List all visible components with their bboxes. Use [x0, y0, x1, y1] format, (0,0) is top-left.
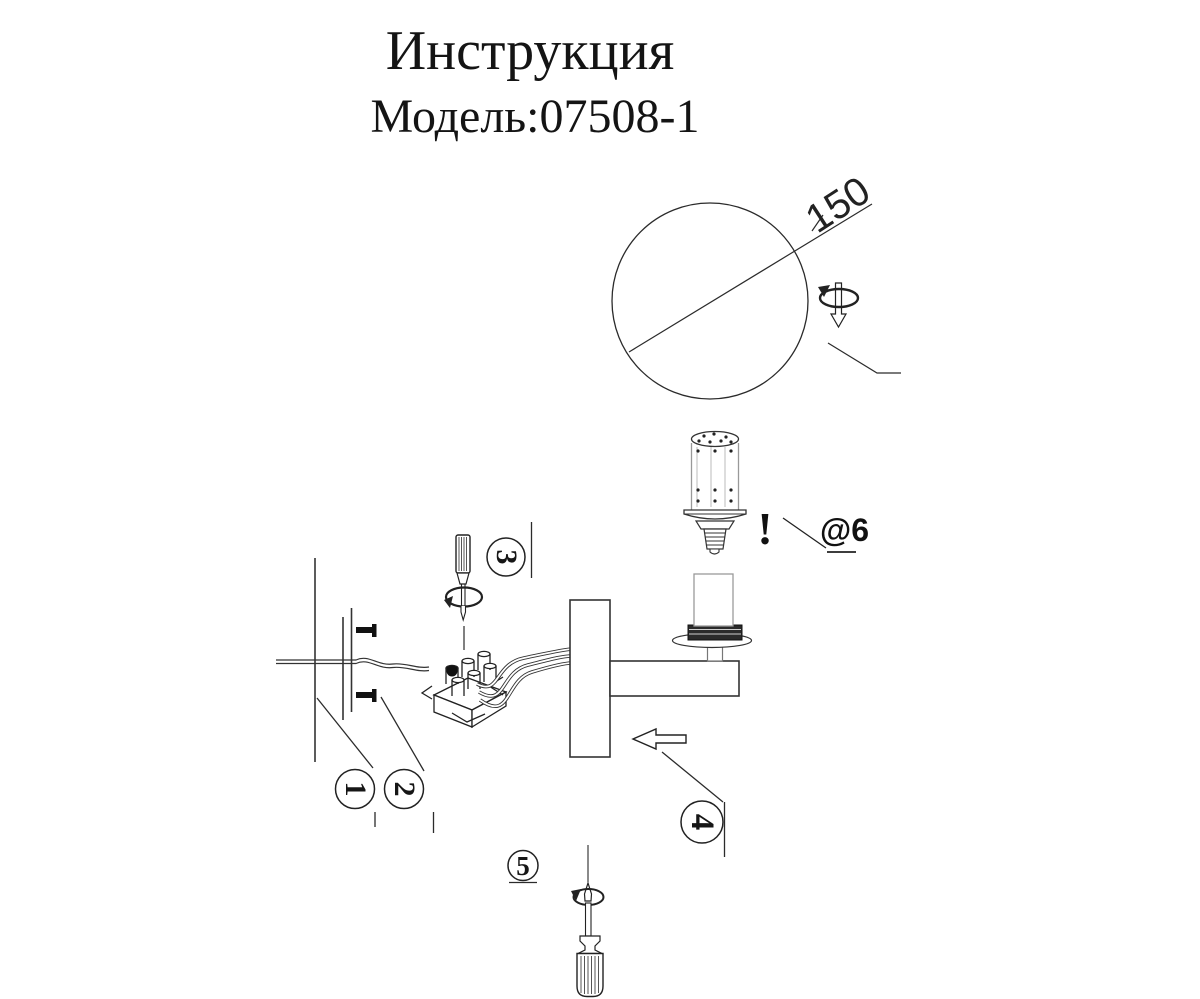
- warning-exclamation: !: [757, 503, 773, 554]
- bulb-base-note: @6: [820, 512, 869, 548]
- callout-circle-5: [507, 849, 539, 882]
- callout-circles: [334, 537, 724, 882]
- lamp-wires: [476, 647, 573, 709]
- model-label: Модель:07508-1: [370, 90, 700, 143]
- callout-label-2: 2: [388, 781, 421, 797]
- terminal-block: [432, 650, 508, 729]
- rotate-globe-icon: [818, 282, 860, 329]
- screwdriver-top-icon: [444, 534, 484, 650]
- callout-label-4: 4: [684, 813, 721, 831]
- callout-label-1: 1: [339, 781, 372, 797]
- callout-label-3: 3: [490, 549, 523, 565]
- callout-leaders: [316, 522, 726, 884]
- callout-circle-1: [334, 768, 376, 810]
- bulb-note-leader: [782, 517, 856, 553]
- lamp-backplate: [569, 599, 611, 758]
- lamp-arm: [609, 660, 740, 697]
- led-bulb: [683, 430, 747, 555]
- page-title: Инструкция: [385, 20, 675, 82]
- callout-circle-4: [680, 800, 724, 844]
- glass-globe: [611, 202, 873, 400]
- globe-leader-line: [827, 342, 901, 374]
- push-left-arrow-icon: [631, 727, 687, 751]
- mounting-screw-icon: [356, 624, 377, 702]
- screwdriver-bottom-icon: [571, 845, 605, 998]
- socket-assembly: [671, 573, 753, 662]
- callout-label-5: 5: [516, 850, 530, 881]
- supply-wire: [276, 657, 430, 672]
- callout-circle-3: [486, 537, 526, 577]
- callout-circle-2: [383, 768, 425, 810]
